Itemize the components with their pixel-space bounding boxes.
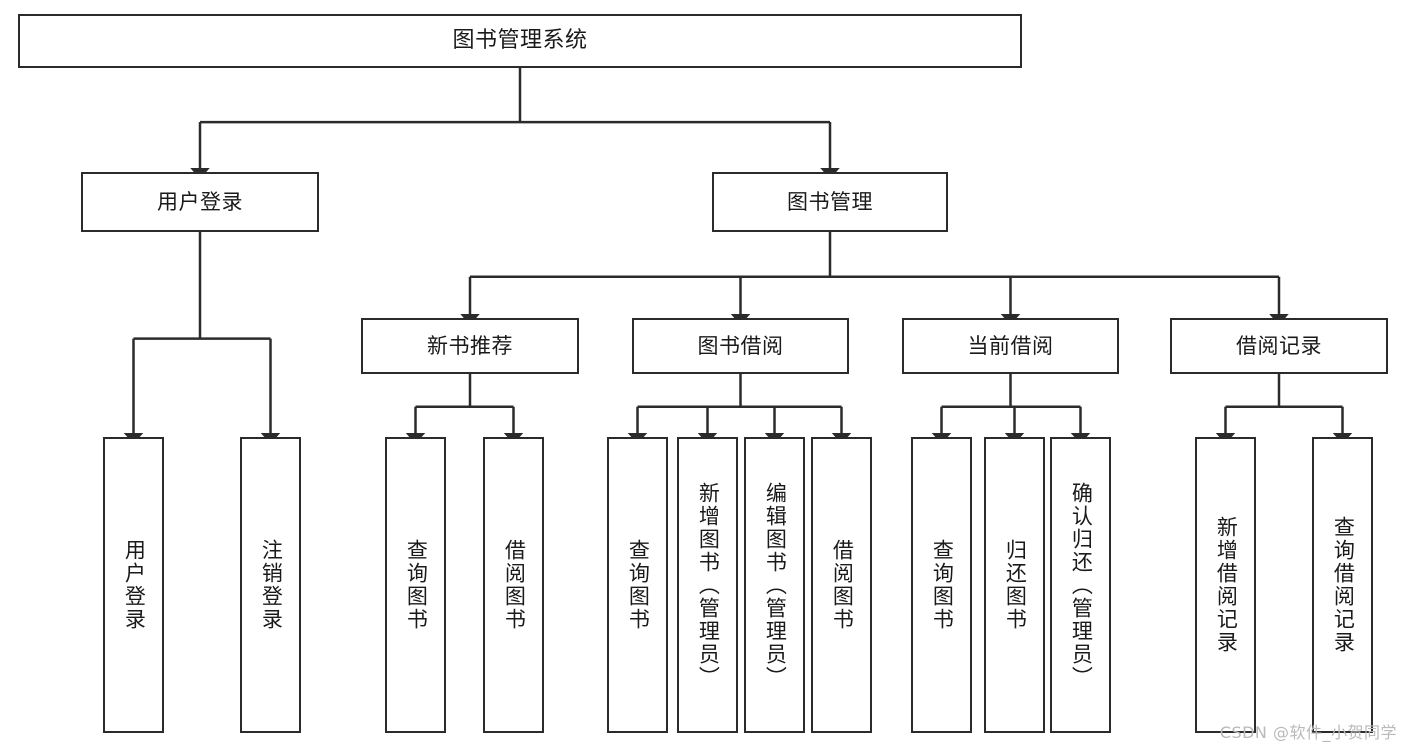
node-label: 确认归还（管理员） [1069, 481, 1094, 689]
node-leaf-user-login[interactable]: 用户登录 [103, 437, 164, 733]
node-book-manage[interactable]: 图书管理 [712, 172, 948, 232]
node-label: 查询图书 [626, 539, 651, 631]
node-current-borrow[interactable]: 当前借阅 [902, 318, 1119, 374]
node-label: 借阅图书 [830, 539, 855, 631]
node-label: 编辑图书（管理员） [763, 481, 788, 689]
node-leaf-add-book[interactable]: 新增图书（管理员） [677, 437, 738, 733]
node-label: 查询借阅记录 [1331, 516, 1356, 654]
node-leaf-query-1[interactable]: 查询图书 [385, 437, 446, 733]
node-label: 新增借阅记录 [1214, 516, 1239, 654]
edge-group [123, 68, 1353, 444]
node-label: 当前借阅 [967, 333, 1054, 358]
node-leaf-return[interactable]: 归还图书 [984, 437, 1045, 733]
node-leaf-edit-book[interactable]: 编辑图书（管理员） [744, 437, 805, 733]
node-leaf-add-rec[interactable]: 新增借阅记录 [1195, 437, 1256, 733]
node-new-book-rec[interactable]: 新书推荐 [361, 318, 579, 374]
node-label: 归还图书 [1003, 539, 1028, 631]
watermark: CSDN @软件_小贺同学 [1219, 723, 1397, 742]
node-root[interactable]: 图书管理系统 [18, 14, 1022, 68]
node-book-borrow[interactable]: 图书借阅 [632, 318, 849, 374]
node-label: 注销登录 [259, 539, 284, 631]
node-label: 图书借阅 [697, 333, 784, 358]
node-label: 借阅图书 [502, 539, 527, 631]
node-label: 新书推荐 [427, 333, 513, 358]
node-label: 用户登录 [157, 189, 243, 214]
node-leaf-query-rec[interactable]: 查询借阅记录 [1312, 437, 1373, 733]
node-label: 查询图书 [930, 539, 955, 631]
node-leaf-borrow-1[interactable]: 借阅图书 [483, 437, 544, 733]
node-leaf-query-2[interactable]: 查询图书 [607, 437, 668, 733]
node-user-login[interactable]: 用户登录 [81, 172, 319, 232]
node-leaf-logout[interactable]: 注销登录 [240, 437, 301, 733]
node-leaf-confirm[interactable]: 确认归还（管理员） [1050, 437, 1111, 733]
node-label: 图书管理 [787, 189, 873, 214]
node-borrow-record[interactable]: 借阅记录 [1170, 318, 1388, 374]
node-leaf-borrow-2[interactable]: 借阅图书 [811, 437, 872, 733]
node-label: 借阅记录 [1236, 333, 1322, 358]
node-leaf-query-3[interactable]: 查询图书 [911, 437, 972, 733]
node-label: 用户登录 [122, 539, 147, 631]
node-label: 新增图书（管理员） [696, 481, 721, 689]
node-label: 图书管理系统 [452, 28, 588, 54]
node-label: 查询图书 [404, 539, 429, 631]
